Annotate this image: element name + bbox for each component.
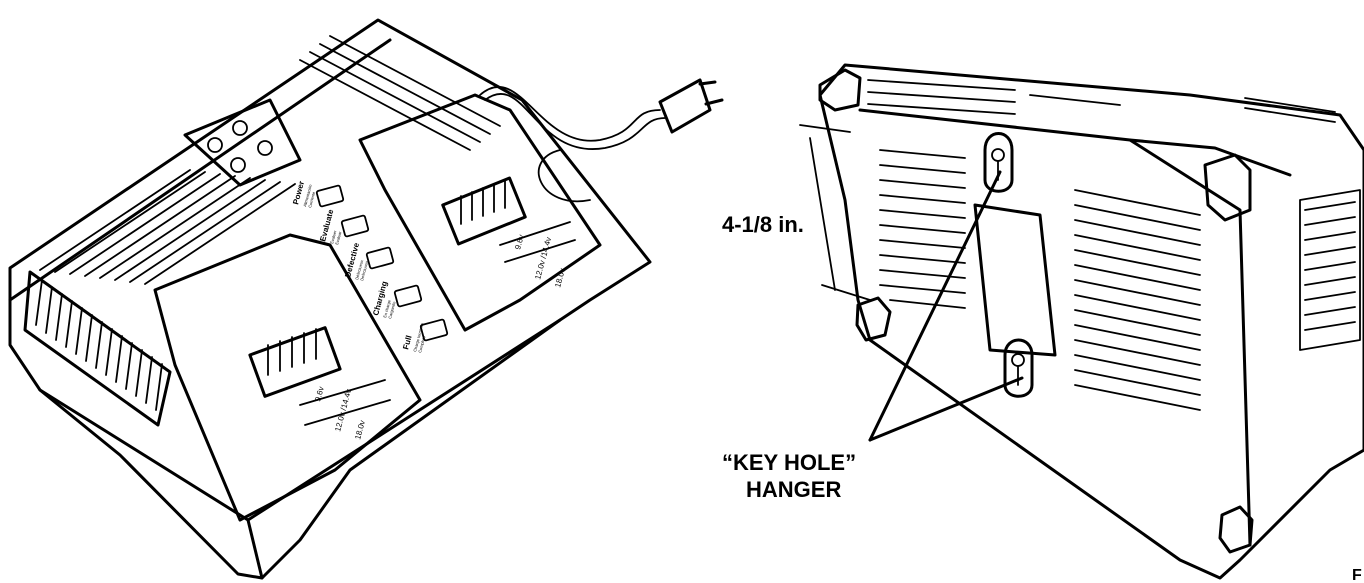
status-sub-full-2: Completo (417, 335, 426, 354)
top-vents-right (299, 35, 501, 151)
status-sub-power-1: Alimentación (302, 184, 313, 207)
left-battery-bay (153, 233, 422, 522)
top-vents-left (39, 169, 296, 285)
led-button-panel (183, 98, 302, 187)
key-hole-label-line1: “KEY HOLE” (722, 450, 856, 475)
right-bay-voltage-2: 12.0v /14.4v (533, 236, 553, 280)
status-sub-evaluate-2: Evaluar (334, 230, 343, 245)
dimension-label: 4-1/8 in. (722, 212, 804, 237)
right-bay-voltage-1: 9.6v (513, 234, 526, 251)
key-hole-leader-lines (868, 170, 1024, 442)
key-hole-bottom (1003, 338, 1034, 398)
status-sub-defective-2: Defectuoso (359, 260, 369, 282)
status-sub-power-2: Corriente (307, 190, 316, 208)
back-side-grille (1299, 189, 1361, 351)
status-icon-column (315, 184, 449, 342)
status-sub-charging-2: Cargando (387, 300, 397, 319)
right-bay-voltage-3: 18.0v (553, 267, 567, 288)
back-vents-right (1074, 189, 1201, 411)
status-labels: Power Evaluate Defective Charging Full A… (291, 180, 426, 353)
back-charger-illustration (818, 63, 1364, 580)
left-bay-voltage-3: 18.0v (353, 419, 367, 440)
back-top-vents (867, 79, 1336, 123)
status-label-full: Full (401, 334, 413, 350)
power-cord (479, 78, 724, 203)
mounting-feet (818, 68, 1254, 554)
front-charger-illustration: Power Evaluate Defective Charging Full A… (8, 18, 724, 580)
page-corner-mark: F (1352, 567, 1362, 583)
back-center-recess (973, 203, 1057, 357)
right-battery-bay (358, 93, 602, 332)
right-bay-voltages: 9.6v 12.0v /14.4v 18.0v (513, 234, 567, 289)
left-bay-voltage-1: 9.6v (313, 386, 326, 403)
key-hole-top (983, 132, 1014, 193)
status-sub-charging-1: En charge (382, 299, 392, 319)
status-sub-evaluate-1: Évaluer (329, 229, 338, 244)
status-sub-defective-1: Défectueux (354, 259, 364, 280)
side-vent-grille (23, 270, 172, 427)
key-hole-label-line2: HANGER (746, 477, 841, 502)
dimension-marker (799, 124, 871, 301)
back-vents-left (879, 149, 966, 309)
